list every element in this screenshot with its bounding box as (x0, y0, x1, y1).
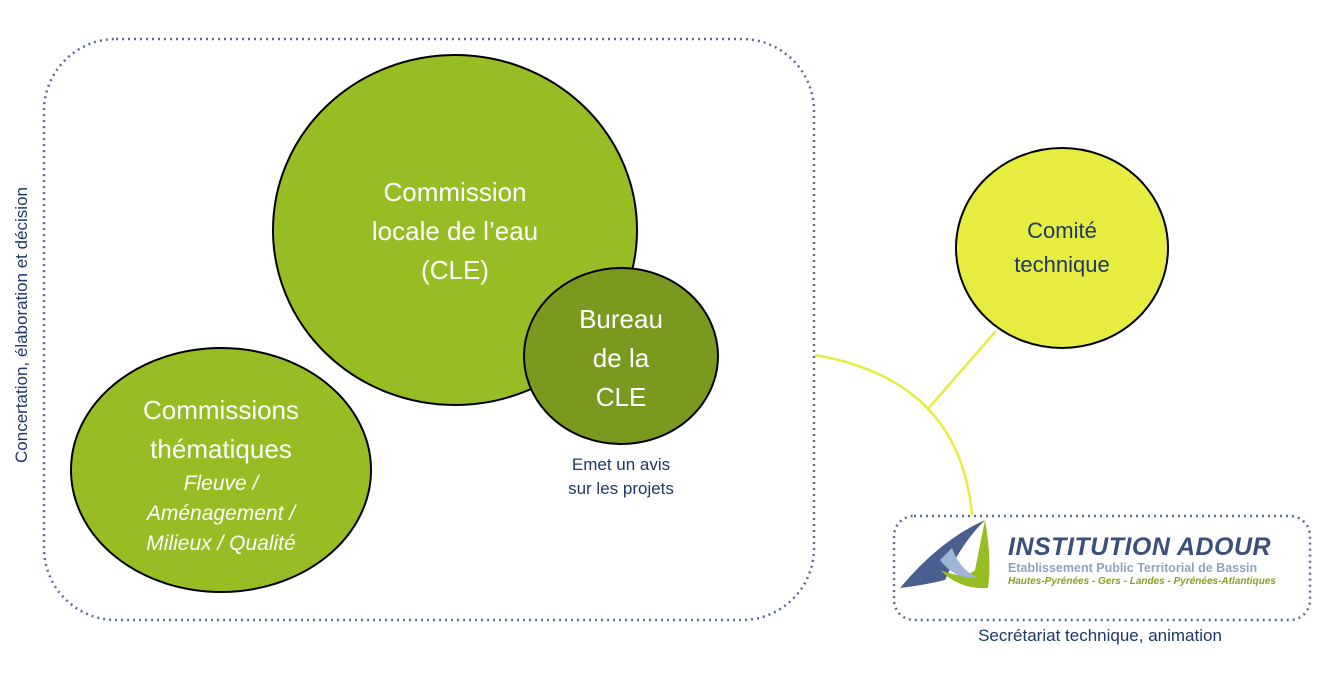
bureau-line: de la (592, 343, 650, 373)
comite-line: Comité (1027, 218, 1097, 243)
commissions-line: Commissions (142, 395, 300, 425)
commissions-theme: Milieux / Qualité (146, 532, 296, 555)
commissions-theme: Aménagement / (146, 502, 296, 525)
cle-line: locale de l’eau (371, 216, 539, 246)
side-label: Concertation, élaboration et décision (12, 187, 31, 463)
bureau-circle (523, 267, 719, 445)
institution-adour-logo-icon (900, 520, 990, 589)
logo-title: INSTITUTION ADOUR (1008, 533, 1272, 561)
cle-line: Commission (383, 177, 527, 207)
cle-line: (CLE) (421, 255, 489, 285)
comite-line: technique (1014, 252, 1110, 277)
bureau-label: Bureau de la CLE (546, 300, 696, 417)
bureau-note-line: Emet un avis (571, 455, 671, 474)
logo-caption: Secrétariat technique, animation (978, 626, 1222, 645)
bureau-line: Bureau (579, 304, 663, 334)
commissions-line: thématiques (150, 434, 292, 464)
commissions-theme: Fleuve / (183, 472, 259, 495)
concertation-group-border (42, 37, 816, 622)
bureau-note: Emet un avis sur les projets (531, 453, 711, 501)
comite-circle (955, 147, 1169, 349)
bureau-note-line: sur les projets (568, 479, 674, 498)
logo-subtitle: Etablissement Public Territorial de Bass… (1008, 561, 1258, 575)
bureau-line: CLE (595, 382, 647, 412)
commissions-label: Commissions thématiques Fleuve / Aménage… (96, 391, 346, 559)
connector-comite (926, 330, 997, 411)
commissions-circle (70, 347, 372, 593)
logo-box-border (892, 514, 1312, 622)
connector-curve (814, 353, 974, 516)
comite-label: Comité technique (962, 214, 1162, 282)
logo-regions: Hautes-Pyrénées - Gers - Landes - Pyréné… (1008, 576, 1276, 587)
cle-label: Commission locale de l’eau (CLE) (330, 173, 580, 290)
